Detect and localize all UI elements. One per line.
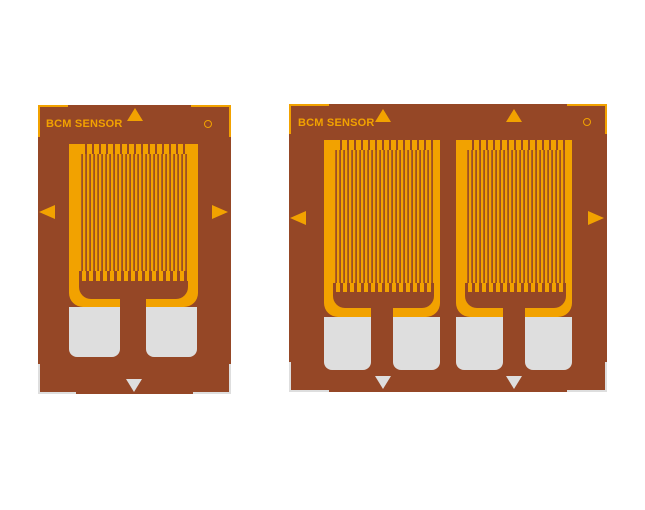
corner-bracket-top-right: [567, 104, 607, 106]
solder-pad-1: [324, 317, 371, 370]
corner-bracket-top-right-v: [229, 105, 231, 137]
strain-gauge-single: BCM SENSOR: [38, 105, 231, 394]
alignment-triangle-left-icon: [39, 205, 55, 219]
alignment-triangle-top-1-icon: [375, 109, 391, 122]
corner-bracket-bottom-left-v: [289, 362, 291, 392]
brand-label: BCM SENSOR: [298, 117, 375, 129]
corner-bracket-bottom-right: [193, 392, 231, 394]
corner-bracket-top-right: [191, 105, 231, 107]
grid-2-lines: [465, 150, 566, 283]
alignment-triangle-left-icon: [290, 211, 306, 225]
grid-end-loops-bottom: [79, 271, 188, 281]
alignment-triangle-bottom-1-icon: [375, 376, 391, 389]
corner-bracket-bottom-left: [38, 392, 76, 394]
grid-1-tab-gap: [333, 292, 434, 308]
grid-lines: [79, 154, 188, 271]
pad-separator: [120, 295, 146, 365]
corner-bracket-bottom-right: [567, 390, 607, 392]
alignment-triangle-right-icon: [588, 211, 604, 225]
corner-bracket-bottom-right-v: [605, 362, 607, 392]
corner-bracket-bottom-right-v: [229, 364, 231, 394]
corner-bracket-bottom-left-v: [38, 364, 40, 394]
solder-pad-3: [456, 317, 503, 370]
alignment-triangle-bottom-2-icon: [506, 376, 522, 389]
grid-tab-gap: [79, 281, 188, 299]
grid-2-end-loops-bottom: [465, 283, 566, 292]
grid-1-end-loops-bottom: [333, 283, 434, 292]
corner-bracket-bottom-left: [289, 390, 329, 392]
grid-2-pad-separator: [503, 304, 525, 370]
brand-label: BCM SENSOR: [46, 118, 123, 130]
alignment-triangle-bottom-icon: [126, 379, 142, 392]
grid-2-tab-gap: [465, 292, 566, 308]
grid-1-end-loops-top: [335, 140, 433, 150]
grid-2-end-loops-top: [467, 140, 565, 150]
strain-gauge-dual: BCM SENSOR: [289, 104, 607, 392]
solder-pad-2: [393, 317, 440, 370]
alignment-triangle-top-icon: [127, 108, 143, 121]
corner-bracket-top-left-v: [38, 105, 40, 137]
corner-bracket-top-left: [289, 104, 329, 106]
grid-1-lines: [333, 150, 434, 283]
solder-pad-right: [146, 307, 197, 357]
alignment-triangle-right-icon: [212, 205, 228, 219]
solder-pad-4: [525, 317, 572, 370]
orientation-circle-icon: [583, 118, 591, 126]
grid-end-loops-top: [80, 144, 187, 154]
orientation-circle-icon: [204, 120, 212, 128]
alignment-triangle-top-2-icon: [506, 109, 522, 122]
corner-bracket-top-left: [38, 105, 68, 107]
grid-1-pad-separator: [371, 304, 393, 370]
corner-bracket-top-left-v: [289, 104, 291, 134]
solder-pad-left: [69, 307, 120, 357]
corner-bracket-top-right-v: [605, 104, 607, 134]
